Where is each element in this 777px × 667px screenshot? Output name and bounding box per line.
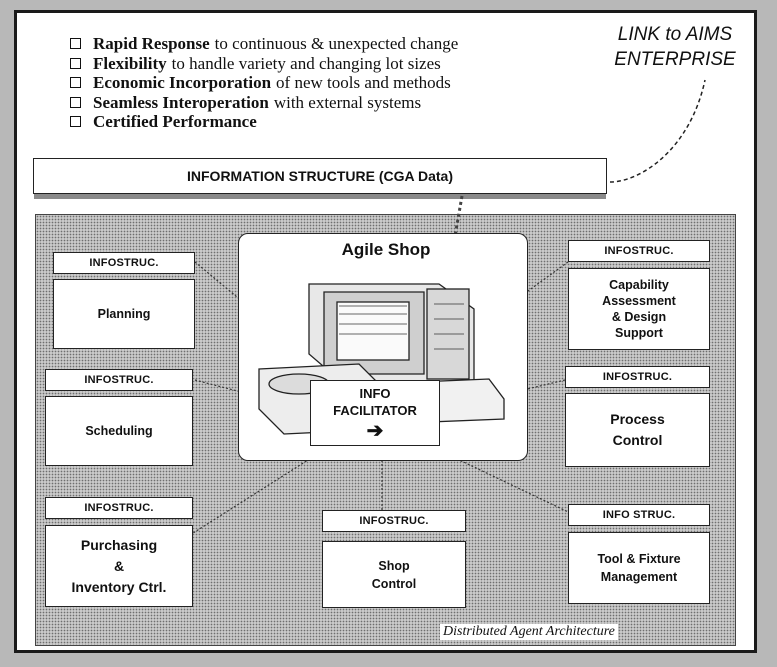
- information-structure-bar: INFORMATION STRUCTURE (CGA Data): [33, 158, 607, 194]
- connector-tool-fixture: [429, 445, 586, 521]
- scheduling-agent-box: Scheduling: [45, 396, 193, 466]
- tool-fixture-agent-box: Tool & Fixture Management: [568, 532, 710, 604]
- capability-assessment-agent-box: Capability Assessment & Design Support: [568, 268, 710, 350]
- bullet-certified-performance: Certified Performance: [70, 112, 458, 132]
- aims-link-curve: [609, 79, 706, 183]
- agile-shop-title: Agile Shop: [341, 240, 431, 259]
- infostruc-tag-planning: INFOSTRUC.: [53, 252, 195, 274]
- checkbox-icon: [70, 38, 81, 50]
- infostruc-tag-scheduling: INFOSTRUC.: [45, 369, 193, 391]
- info-facilitator-box: INFO FACILITATOR ➔: [310, 380, 440, 446]
- info-structure-connector: [453, 195, 464, 237]
- planning-agent-box: Planning: [53, 279, 195, 349]
- right-arrow-icon: ➔: [366, 420, 384, 442]
- shop-control-agent-box: Shop Control: [322, 541, 466, 608]
- link-to-aims-label: LINK to AIMS ENTERPRISE: [614, 24, 736, 70]
- infostruc-tag-shop-control: INFOSTRUC.: [322, 510, 466, 532]
- infostruc-tag-purchasing: INFOSTRUC.: [45, 497, 193, 519]
- purchasing-inventory-agent-box: Purchasing & Inventory Ctrl.: [45, 525, 193, 607]
- distributed-agent-architecture-label: Distributed Agent Architecture: [440, 624, 618, 640]
- infostruc-tag-process-control: INFOSTRUC.: [565, 366, 710, 388]
- process-control-agent-box: Process Control: [565, 393, 710, 467]
- infostruc-tag-tool-fixture: INFO STRUC.: [568, 504, 710, 526]
- checkbox-icon: [70, 96, 81, 108]
- infostruc-tag-capability: INFOSTRUC.: [568, 240, 710, 262]
- checkbox-icon: [70, 57, 81, 69]
- checkbox-icon: [70, 116, 81, 128]
- checkbox-icon: [70, 77, 81, 89]
